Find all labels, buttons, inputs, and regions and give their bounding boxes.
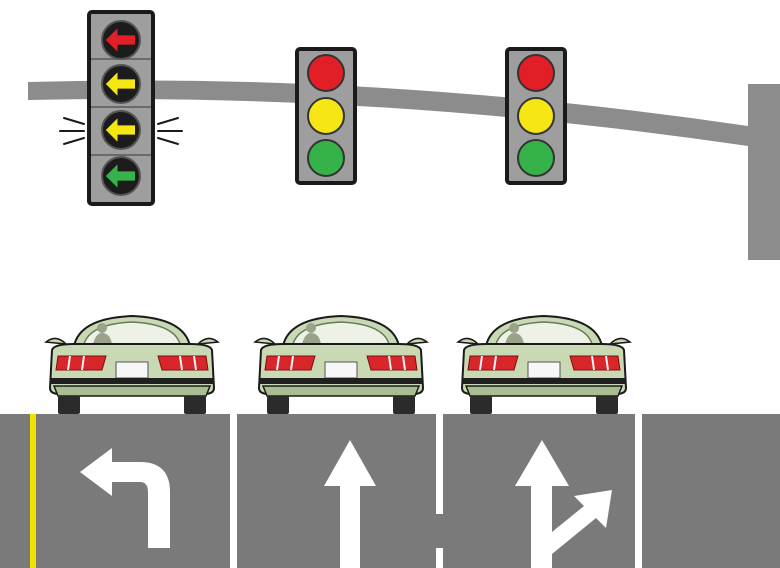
mast-arm	[28, 80, 748, 146]
signal-pole	[748, 84, 780, 260]
lane-line	[635, 414, 642, 568]
lane-line	[436, 414, 443, 514]
left-turn-arrow-marking	[80, 448, 170, 548]
signal-mast	[28, 80, 780, 260]
green-ball-lens	[517, 139, 555, 177]
red-ball-lens	[307, 54, 345, 92]
yellow-ball-lens	[517, 97, 555, 135]
yellow-ball-lens	[307, 97, 345, 135]
through-signal-1	[295, 47, 357, 185]
car-right-lane	[457, 315, 631, 415]
through-signal-2	[505, 47, 567, 185]
flashing-yellow-arrow-lens	[101, 110, 141, 150]
lane-line	[436, 548, 443, 568]
car-left-lane	[45, 315, 219, 415]
straight-right-arrow-marking	[515, 440, 612, 568]
yellow-edge-line	[30, 414, 36, 568]
road-surface	[0, 414, 780, 568]
roadway	[0, 414, 780, 568]
lane-line	[230, 414, 237, 568]
straight-arrow-marking	[324, 440, 376, 568]
green-ball-lens	[307, 139, 345, 177]
red-ball-lens	[517, 54, 555, 92]
green-arrow-lens	[101, 156, 141, 196]
yellow-arrow-lens	[101, 64, 141, 104]
flashing-rays	[59, 117, 183, 145]
left-turn-signal	[59, 10, 183, 206]
car-middle-lane	[254, 315, 428, 415]
red-arrow-lens	[101, 20, 141, 60]
